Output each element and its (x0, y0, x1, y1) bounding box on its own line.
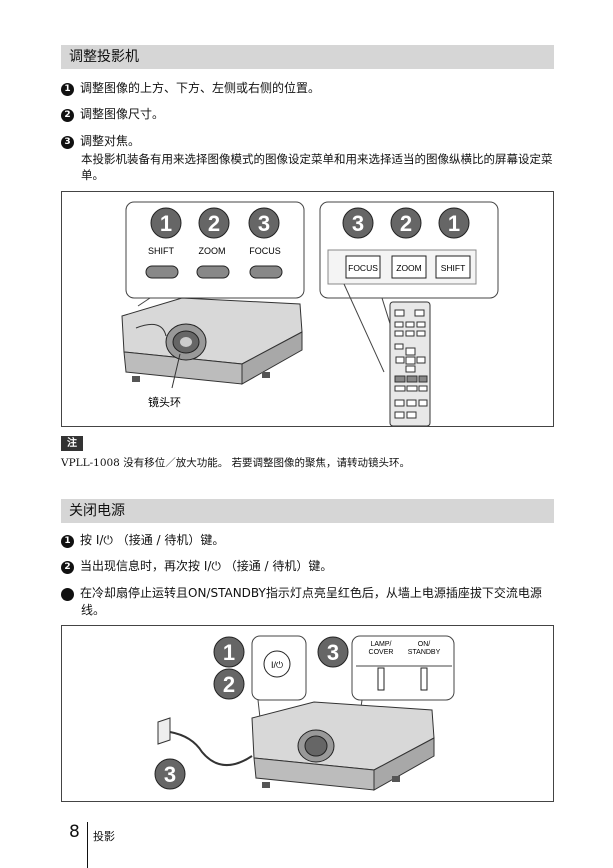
step-3: 3 调整对焦。 (61, 133, 140, 150)
callout-number: 2 (208, 211, 220, 236)
power-step-2: 2 当出现信息时，再次按 I/⏻ （接通 / 待机）键。 (61, 558, 332, 575)
remote-callout-3: 3 (342, 207, 374, 239)
zoom-button[interactable] (196, 265, 230, 279)
remote-zoom-label: ZOOM (396, 263, 422, 273)
callout-number: 1 (223, 640, 235, 665)
remote-focus-button[interactable] (345, 255, 381, 279)
panel-pointer (137, 297, 151, 307)
indicator-callout-3: 3 (317, 636, 349, 668)
step-number: 3 (54, 588, 74, 601)
callout-circle (317, 636, 349, 668)
footer-section: 投影 (93, 830, 115, 843)
step-2: 2 调整图像尺寸。 (61, 106, 164, 123)
remote-callout-1: 1 (438, 207, 470, 239)
power-callout-2: 2 (213, 668, 245, 700)
remote-callout-2: 2 (390, 207, 422, 239)
remote-focus-label: FOCUS (348, 263, 378, 273)
page-number: 8 (69, 822, 80, 842)
focus-label: FOCUS (249, 246, 281, 256)
indicator-box (351, 635, 455, 701)
remote-pointer-left (343, 283, 385, 373)
note-text: VPLL-1008 没有移位／放大功能。 若要调整图像的聚焦，请转动镜头环。 (61, 457, 411, 469)
section-title-power-off: 关闭电源 (61, 499, 554, 523)
panel-callout-1: 1 (150, 207, 182, 239)
power-step-3: 3 在冷却扇停止运转且ON/STANDBY指示灯点亮呈红色后，从墙上电源插座拔下交… (54, 585, 554, 619)
step-number: 2 (61, 109, 74, 122)
callout-number: 1 (160, 211, 172, 236)
note-badge: 注 (61, 436, 83, 451)
on-standby-label: ON/STANDBY (408, 641, 441, 656)
callout-number: 1 (448, 211, 460, 236)
projector-illustration (251, 701, 435, 791)
callout-number: 3 (258, 211, 270, 236)
footer-divider (87, 822, 88, 868)
figure-adjust-projector: 1 2 3 SHIFT ZOOM FOCUS 镜头环 (61, 191, 554, 427)
step-text: 当出现信息时，再次按 I/⏻ （接通 / 待机）键。 (80, 559, 333, 573)
section-title-adjust: 调整投影机 (61, 45, 554, 69)
figure-power-illustration: 1 2 I/⏻ 3 LAMP/COVER ON/STANDBY (154, 635, 455, 791)
callout-number: 2 (223, 672, 235, 697)
figure-power-off: 1 2 I/⏻ 3 LAMP/COVER ON/STANDBY (61, 625, 554, 802)
step-3-description: 本投影机装备有用来选择图像模式的图像设定菜单和用来选择适当的图像纵横比的屏幕设定… (81, 152, 553, 182)
remote-zoom-button[interactable] (391, 255, 427, 279)
shift-button[interactable] (145, 265, 179, 279)
callout-circle (213, 668, 245, 700)
step-text: 调整图像尺寸。 (80, 107, 165, 121)
power-button-label: I/⏻ (271, 660, 283, 670)
panel-callout-2: 2 (198, 207, 230, 239)
lens-ring-pointer (171, 353, 181, 389)
power-button[interactable] (263, 650, 291, 678)
step-text: 调整对焦。 (80, 134, 141, 148)
step-number: 1 (61, 83, 74, 96)
plug-callout-3: 3 (154, 758, 186, 790)
panel-callout-3: 3 (248, 207, 280, 239)
callout-circle (154, 758, 186, 790)
callout-circle (150, 207, 182, 239)
power-cord (169, 731, 253, 766)
callout-circle (213, 636, 245, 668)
step-text: 在冷却扇停止运转且ON/STANDBY指示灯点亮呈红色后，从墙上电源插座拔下交流… (80, 586, 542, 617)
step-text: 按 I/⏻ （接通 / 待机）键。 (80, 533, 225, 547)
lamp-cover-indicator (377, 667, 385, 691)
zoom-label: ZOOM (199, 246, 226, 256)
callout-circle (342, 207, 374, 239)
lamp-cover-label: LAMP/COVER (369, 641, 394, 656)
power-pointer (257, 699, 261, 719)
figure-adjust-illustration: 1 2 3 SHIFT ZOOM FOCUS 镜头环 (121, 201, 499, 427)
remote-shift-label: SHIFT (441, 263, 466, 273)
focus-button[interactable] (249, 265, 283, 279)
callout-number: 3 (164, 762, 176, 787)
callout-number: 3 (327, 640, 339, 665)
callout-circle (390, 207, 422, 239)
step-number: 3 (61, 136, 74, 149)
callout-number: 3 (352, 211, 364, 236)
callout-circle (248, 207, 280, 239)
step-1: 1 调整图像的上方、下方、左侧或右侧的位置。 (61, 80, 320, 97)
wall-outlet-icon (157, 717, 171, 745)
callout-number: 2 (400, 211, 412, 236)
remote-shift-button[interactable] (435, 255, 471, 279)
shift-label: SHIFT (148, 246, 175, 256)
callout-circle (198, 207, 230, 239)
step-number: 2 (61, 561, 74, 574)
step-text: 调整图像的上方、下方、左侧或右侧的位置。 (80, 81, 321, 95)
lens-ring-label: 镜头环 (148, 395, 181, 409)
remote-control-illustration (389, 301, 431, 427)
projector-illustration (121, 297, 303, 385)
power-step-1: 1 按 I/⏻ （接通 / 待机）键。 (61, 532, 224, 549)
callout-circle (438, 207, 470, 239)
step-number: 1 (61, 535, 74, 548)
power-callout-1: 1 (213, 636, 245, 668)
on-standby-indicator (420, 667, 428, 691)
